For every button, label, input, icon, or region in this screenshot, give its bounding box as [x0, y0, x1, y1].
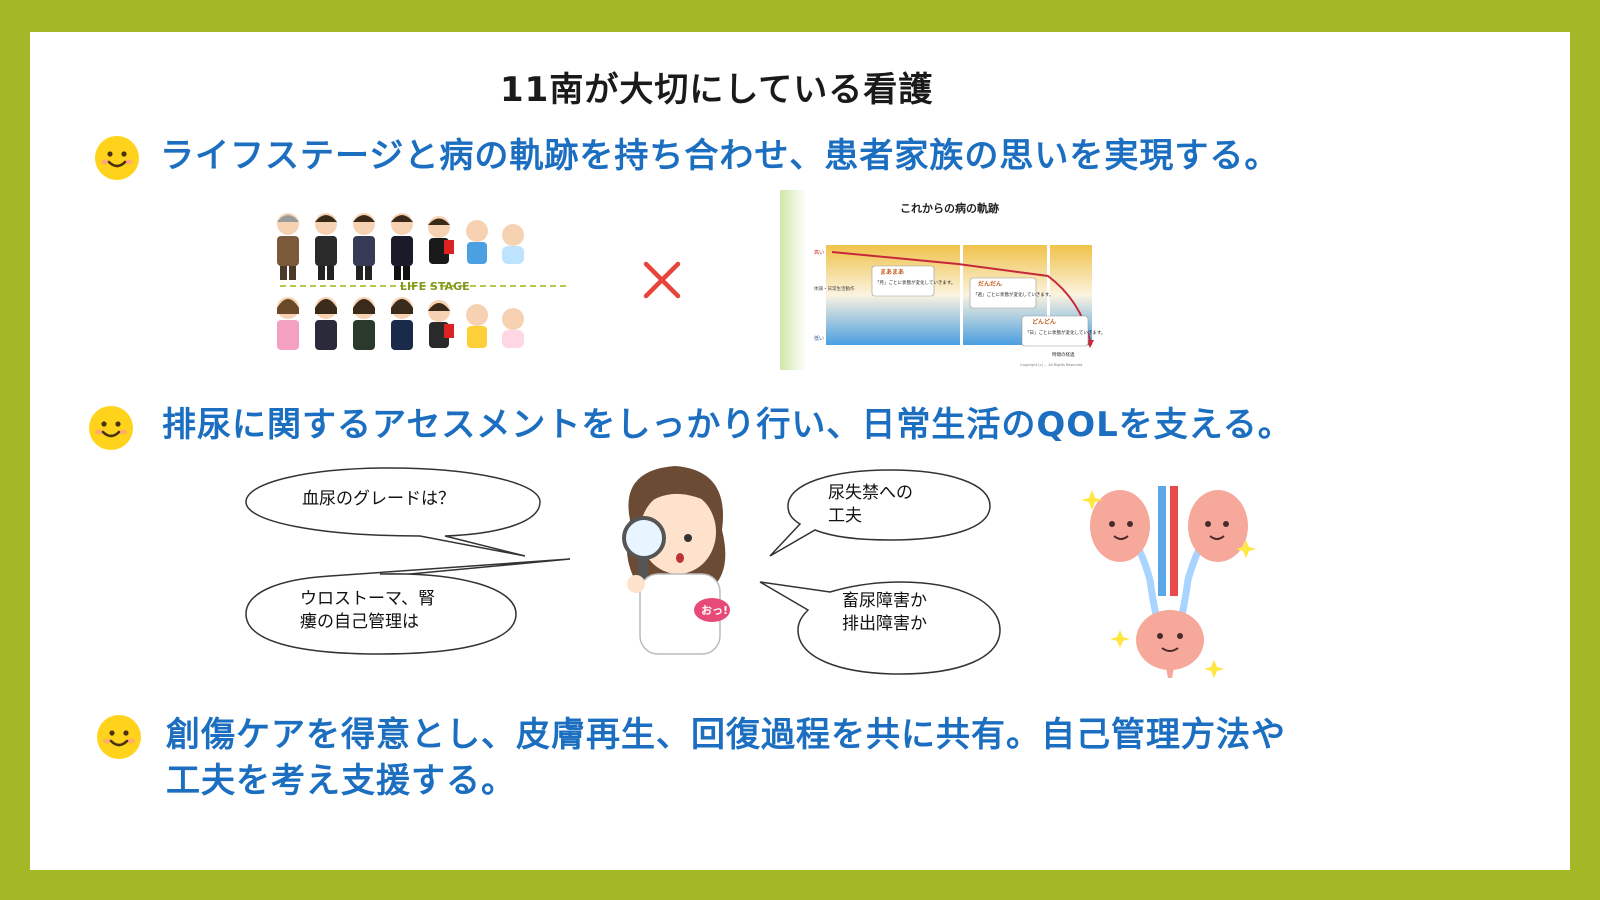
bubble-incontinence-1: 尿失禁への: [828, 483, 913, 503]
illness-trajectory-chart: これからの病の軌跡 高い 体調・日常生活動作 低い まあまあ 「月」ごとに状態が…: [780, 190, 1150, 370]
smiley-icon: [89, 406, 133, 450]
x-axis-label: 時間の経過: [1052, 351, 1075, 358]
page-title: 11南が大切にしている看護: [500, 70, 934, 110]
phase1-text: 「月」ごとに状態が変化していきます。: [875, 279, 955, 286]
nurse-illustration: おっ!: [622, 466, 730, 655]
y-bottom-label: 低い: [814, 335, 824, 342]
bullet-wound-care-line2: 工夫を考え支援する。: [166, 761, 516, 801]
bubble-hematuria: 血尿のグレードは？: [302, 489, 455, 509]
nurse-exclamation: おっ!: [701, 604, 728, 617]
multiply-icon: [643, 261, 681, 299]
phase2-title: だんだん: [978, 281, 1002, 288]
phase2-text: 「週」ごとに状態が変化していきます。: [973, 291, 1053, 298]
bubble-storage-2: 排出障害か: [842, 614, 927, 634]
bubble-storage-1: 畜尿障害か: [842, 591, 927, 611]
bullet-wound-care-line1: 創傷ケアを得意とし、皮膚再生、回復過程を共に共有。自己管理方法や: [166, 715, 1286, 755]
life-stage-illustration: LIFE STAGE: [277, 213, 566, 350]
smiley-icon: [97, 715, 141, 759]
slide: 11南が大切にしている看護 ライフステージと病の軌跡を持ち合わせ、患者家族の思い…: [30, 32, 1570, 870]
bubble-urostomy-1: ウロストーマ、腎: [300, 589, 436, 609]
y-top-label: 高い: [814, 249, 824, 256]
copyright: Copyright (c) ... All Rights Reserved: [1020, 363, 1082, 367]
bullet-life-stage: ライフステージと病の軌跡を持ち合わせ、患者家族の思いを実現する。: [160, 136, 1280, 176]
phase3-text: 「日」ごとに状態が変化していきます。: [1025, 329, 1105, 336]
bubble-urostomy-2: 瘻の自己管理は: [300, 612, 419, 632]
smiley-icon: [95, 136, 139, 180]
life-stage-label: LIFE STAGE: [400, 280, 470, 293]
y-axis-label: 体調・日常生活動作: [814, 285, 855, 292]
bullet-urination: 排尿に関するアセスメントをしっかり行い、日常生活のQOLを支える。: [162, 405, 1293, 445]
bubble-incontinence-2: 工夫: [828, 506, 862, 526]
urinary-organs-illustration: [1081, 486, 1256, 678]
speech-bubbles: [245, 467, 1001, 675]
phase3-title: どんどん: [1032, 318, 1056, 326]
chart-title: これからの病の軌跡: [900, 201, 999, 215]
phase1-title: まあまあ: [880, 268, 904, 276]
